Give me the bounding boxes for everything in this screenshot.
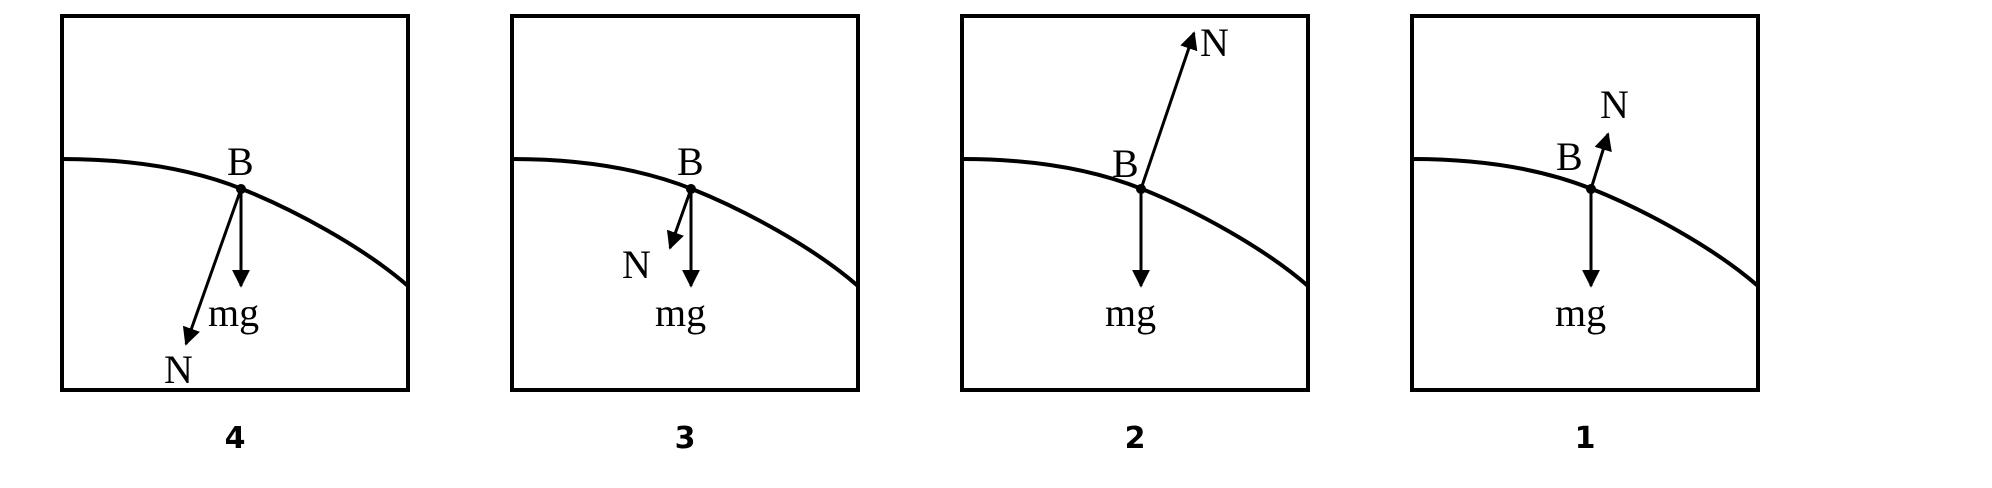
- curved-surface: [1411, 157, 1760, 288]
- point-label: B: [677, 139, 704, 184]
- panel-4: B mg N 4: [60, 14, 410, 456]
- panel-frame: [960, 14, 1310, 392]
- point-label: B: [1112, 141, 1139, 186]
- weight-label: mg: [1105, 290, 1156, 335]
- normal-force-arrow: [182, 188, 243, 346]
- panel-frame: [510, 14, 860, 392]
- normal-force-arrow: [1589, 132, 1612, 190]
- normal-force-arrow: [666, 188, 693, 250]
- panel-3: B mg N 3: [510, 14, 860, 456]
- panel-caption: 4: [225, 421, 246, 456]
- point-label: B: [1556, 134, 1583, 179]
- panel-1: B mg N 1: [1410, 14, 1760, 456]
- weight-label: mg: [208, 290, 259, 335]
- normal-force-label: N: [164, 347, 193, 392]
- panel-caption: 2: [1125, 421, 1146, 456]
- panel-caption: 3: [675, 421, 696, 456]
- panel-frame: [60, 14, 410, 392]
- point-label: B: [227, 139, 254, 184]
- weight-label: mg: [1555, 290, 1606, 335]
- weight-label: mg: [655, 290, 706, 335]
- panel-caption: 1: [1575, 421, 1596, 456]
- normal-force-label: N: [1200, 20, 1229, 65]
- panel-2: B mg N 2: [960, 14, 1310, 456]
- normal-force-arrow: [1139, 31, 1198, 190]
- normal-force-label: N: [1600, 82, 1629, 127]
- normal-force-label: N: [622, 242, 651, 287]
- panel-frame: [1410, 14, 1760, 392]
